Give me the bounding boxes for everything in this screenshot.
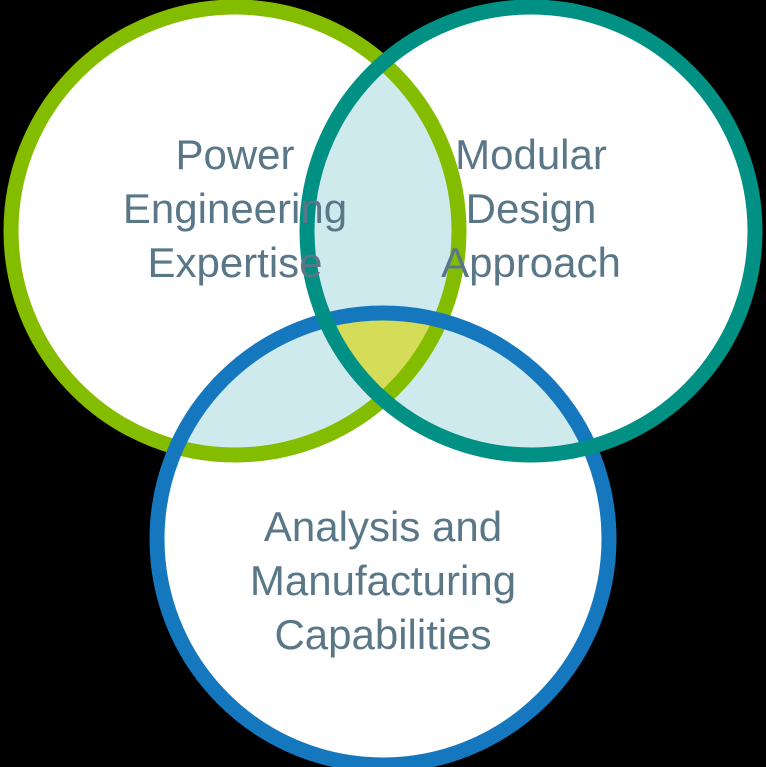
- modular-circle-outline: [299, 0, 763, 463]
- modular-analysis-overlap: [307, 313, 609, 455]
- power-analysis-overlap: [157, 313, 459, 455]
- power-circle-outline: [3, 0, 467, 463]
- analysis-circle-outline: [149, 305, 617, 767]
